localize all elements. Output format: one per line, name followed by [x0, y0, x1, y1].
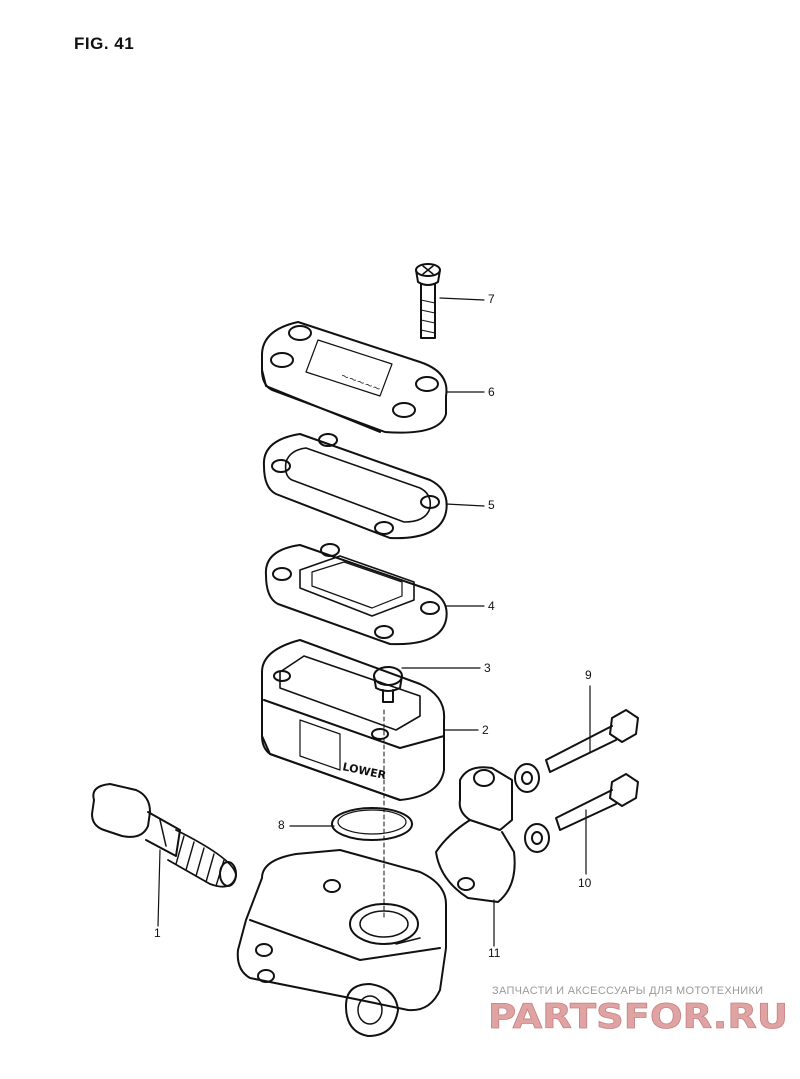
callout-label-11: 11	[488, 946, 501, 960]
part-11-clamp	[435, 766, 516, 903]
watermark-subtitle: ЗАПЧАСТИ И АКСЕССУАРЫ ДЛЯ МОТОТЕХНИКИ	[492, 985, 764, 997]
leader-lines	[157, 297, 591, 947]
part-10-bolt	[524, 773, 639, 853]
part-8-o-ring	[331, 807, 413, 841]
part-4-diaphragm	[264, 543, 448, 646]
callout-label-1: 1	[154, 926, 161, 940]
callout-label-9: 9	[585, 668, 592, 682]
callout-label-3: 3	[484, 661, 491, 675]
master-cylinder-body	[236, 849, 447, 1037]
callout-label-5: 5	[488, 498, 495, 512]
callout-label-6: 6	[488, 385, 495, 399]
part-5-gasket	[262, 433, 448, 540]
part-3-screw	[373, 666, 403, 703]
callout-label-10: 10	[578, 876, 592, 890]
part-6-cover: ~~~~~	[261, 321, 448, 434]
part-2-reservoir: LOWER	[261, 639, 446, 801]
part-7-screw	[415, 263, 441, 339]
reservoir-marking: LOWER	[341, 760, 387, 782]
callout-label-2: 2	[482, 723, 489, 737]
part-9-bolt	[514, 709, 639, 793]
svg-text:~~~~~: ~~~~~	[339, 370, 382, 395]
svg-text:PARTSFOR.RU: PARTSFOR.RU	[488, 997, 788, 1036]
part-1-piston	[91, 783, 237, 888]
callout-label-4: 4	[488, 599, 495, 613]
figure-title: FIG. 41	[74, 34, 135, 53]
callout-label-8: 8	[278, 818, 285, 832]
callout-label-7: 7	[488, 292, 495, 306]
watermark-logo: PARTSFOR.RU	[488, 997, 788, 1036]
